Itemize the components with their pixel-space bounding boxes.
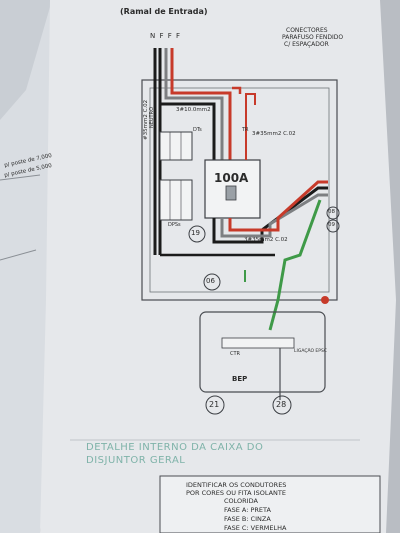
breaker-dps bbox=[159, 179, 193, 221]
enclosure-box bbox=[141, 79, 338, 301]
callout-28-text: 28 bbox=[276, 400, 287, 409]
bep-box bbox=[199, 311, 326, 393]
callout-06-text: 06 bbox=[206, 277, 215, 285]
main-breaker bbox=[204, 159, 261, 219]
cable-phase-c-run bbox=[170, 90, 232, 160]
ctr-label: CTR bbox=[230, 351, 241, 357]
callout-19 bbox=[188, 225, 206, 243]
side-sheet-shadow bbox=[0, 0, 52, 120]
callout-28 bbox=[272, 395, 292, 415]
bep-label: BEP bbox=[232, 375, 248, 383]
legend-box bbox=[159, 475, 381, 533]
cable-phase-b-run bbox=[164, 90, 224, 160]
legend-line-2: POR CORES OU FITA ISOLANTE bbox=[186, 489, 286, 497]
side-sheet-line bbox=[0, 249, 37, 261]
side-sheet-line bbox=[0, 174, 41, 181]
phase-labels: N F F F bbox=[150, 32, 181, 40]
callout-21 bbox=[205, 395, 225, 415]
callout-21-text: 21 bbox=[209, 400, 220, 409]
ground-label: LIGAÇÃO EPSC bbox=[294, 349, 327, 354]
cable-spec-right: 3#35mm2 C.02 bbox=[252, 131, 296, 137]
caption-line-2: DISJUNTOR GERAL bbox=[86, 455, 186, 466]
cable-out-c bbox=[228, 180, 328, 232]
breaker-lever bbox=[225, 185, 237, 201]
sheet-edge bbox=[380, 0, 400, 533]
diagram-title: (Ramal de Entrada) bbox=[120, 7, 208, 16]
caption-line-1: DETALHE INTERNO DA CAIXA DO bbox=[86, 442, 264, 453]
label-dps: DPSs bbox=[168, 222, 181, 228]
callout-19-text: 19 bbox=[191, 229, 200, 237]
connectors-note-3: C/ ESPAÇADOR bbox=[284, 41, 329, 48]
cable-top-red bbox=[245, 93, 256, 160]
label-dts: DTs bbox=[193, 127, 202, 133]
connector-loop bbox=[232, 86, 242, 94]
connectors-note-2: PARAFUSO FENDIDO bbox=[282, 34, 344, 41]
legend-line-6: FASE C: VERMELHA bbox=[224, 524, 287, 532]
ground-cable bbox=[268, 199, 322, 331]
callout-06 bbox=[203, 273, 221, 291]
legend-line-3: COLORIDA bbox=[224, 497, 258, 505]
main-sheet bbox=[40, 0, 400, 533]
legend-line-5: FASE B: CINZA bbox=[224, 515, 271, 523]
red-dot bbox=[321, 296, 329, 304]
cable-spec-top: 3#10.0mm2 bbox=[176, 107, 211, 113]
legend-line-4: FASE A: PRETA bbox=[224, 506, 271, 514]
callout-09 bbox=[326, 219, 340, 233]
breaker-dts bbox=[159, 131, 193, 161]
cable-spec-bottom: 3#35mm2 C.02 bbox=[244, 237, 288, 243]
cable-phase-a-run bbox=[158, 90, 216, 160]
callout-08 bbox=[326, 206, 340, 220]
callout-09-text: 09 bbox=[328, 222, 335, 228]
bep-bar bbox=[221, 337, 295, 349]
label-tr: TR bbox=[242, 127, 249, 133]
callout-08-text: 08 bbox=[328, 209, 335, 215]
connectors-note-1: CONECTORES bbox=[286, 27, 328, 34]
neutral-label: NEUTRO bbox=[149, 106, 155, 128]
main-breaker-rating: 100A bbox=[214, 171, 249, 185]
legend-line-1: IDENTIFICAR OS CONDUTORES bbox=[186, 481, 287, 489]
